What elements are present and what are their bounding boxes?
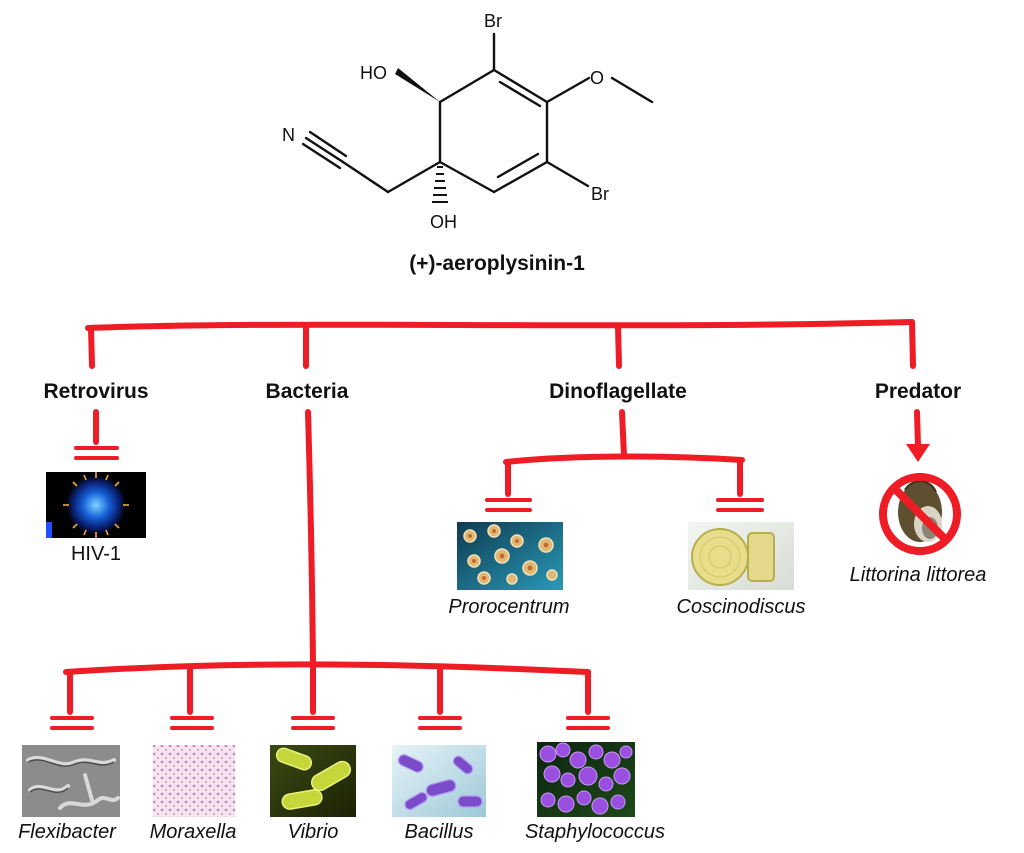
hiv-image bbox=[46, 472, 146, 538]
label-staphylococcus: Staphylococcus bbox=[525, 821, 665, 843]
label-vibrio: Vibrio bbox=[288, 821, 339, 843]
prorocentrum-image bbox=[457, 522, 563, 590]
label-moraxella: Moraxella bbox=[150, 821, 237, 843]
category-bacteria: Bacteria bbox=[266, 380, 349, 403]
label-hiv-1: HIV-1 bbox=[71, 543, 121, 565]
top-bar bbox=[85, 319, 915, 331]
bacteria-bar bbox=[63, 661, 591, 675]
vibrio-image bbox=[270, 745, 356, 817]
bacteria-trunk bbox=[305, 409, 316, 669]
coscinodiscus-image bbox=[688, 522, 794, 590]
atom-o-methoxy: O bbox=[590, 68, 604, 88]
inhibition-bars-bacteria bbox=[50, 716, 610, 730]
label-coscinodiscus: Coscinodiscus bbox=[677, 596, 806, 618]
category-retrovirus: Retrovirus bbox=[43, 380, 148, 403]
inhibition-tree bbox=[50, 319, 930, 730]
stem-predator bbox=[914, 409, 921, 449]
atom-oh: OH bbox=[430, 212, 457, 232]
littorina-prohibited-image bbox=[879, 473, 961, 555]
moraxella-image bbox=[153, 745, 235, 817]
category-dinoflagellate: Dinoflagellate bbox=[549, 380, 687, 403]
atom-ho: HO bbox=[360, 63, 387, 83]
dino-trunk bbox=[619, 409, 627, 459]
category-predator: Predator bbox=[875, 380, 961, 403]
bacillus-image bbox=[392, 745, 486, 817]
label-flexibacter: Flexibacter bbox=[18, 821, 117, 843]
drop-dinoflagellate bbox=[615, 323, 622, 369]
atom-br-top: Br bbox=[484, 11, 502, 31]
label-prorocentrum: Prorocentrum bbox=[448, 596, 569, 618]
atom-n: N bbox=[282, 125, 295, 145]
hash-bond bbox=[432, 166, 448, 203]
wedge-bond bbox=[395, 68, 440, 102]
label-bacillus: Bacillus bbox=[405, 821, 474, 843]
drop-predator bbox=[909, 319, 916, 369]
label-littorina-littorea: Littorina littorea bbox=[850, 564, 987, 586]
compound-name: (+)-aeroplysinin-1 bbox=[409, 252, 585, 275]
drop-retrovirus bbox=[88, 325, 95, 369]
atom-br-right: Br bbox=[591, 184, 609, 204]
prohibition-icon bbox=[879, 473, 961, 555]
dino-bar bbox=[503, 453, 745, 465]
flexibacter-image bbox=[22, 745, 120, 817]
aeroplysinin-structure: Br O Br HO OH N bbox=[282, 11, 654, 232]
staphylococcus-image bbox=[537, 742, 635, 817]
